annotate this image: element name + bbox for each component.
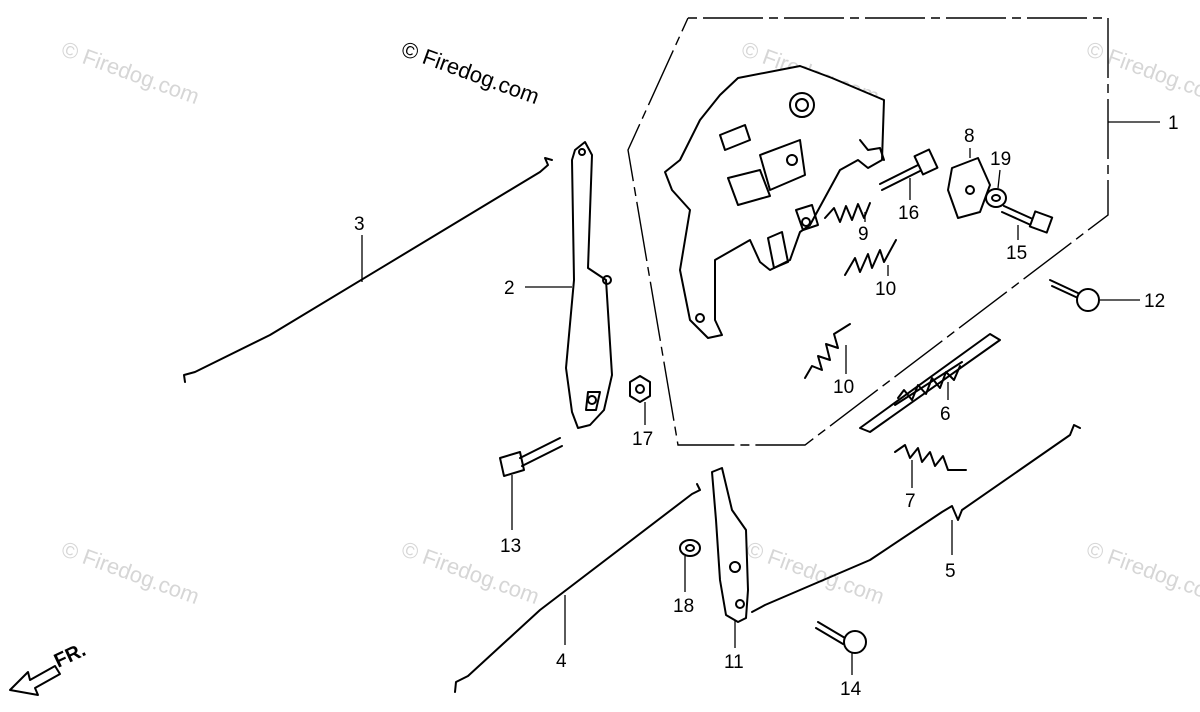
callout-18: 18 [673, 596, 694, 617]
callouts: 1 2 3 4 5 6 7 8 9 10 10 11 12 13 14 15 1… [354, 113, 1179, 700]
rod-upper-left [183, 157, 553, 383]
callout-19: 19 [990, 149, 1011, 170]
assembly-boundary [627, 17, 1109, 446]
nut-17 [629, 375, 651, 403]
watermark: © Firedog.com [58, 536, 202, 609]
rod-lower-left [454, 483, 701, 693]
callout-7: 7 [905, 491, 916, 512]
leader-lines [361, 121, 1160, 675]
copyright-text: © Firedog.com [398, 36, 542, 109]
spring-small [894, 444, 967, 471]
spring-10-lower [804, 323, 851, 379]
callout-10a: 10 [875, 279, 896, 300]
callout-14: 14 [840, 679, 862, 700]
control-bracket [664, 65, 885, 339]
callout-3: 3 [354, 214, 365, 235]
washer-19 [985, 188, 1007, 208]
lever [565, 141, 613, 429]
bolt-15 [1001, 205, 1054, 234]
bolt-16 [879, 148, 939, 191]
callout-10b: 10 [833, 377, 854, 398]
front-arrow: FR. [9, 639, 89, 696]
block [947, 157, 991, 219]
callout-17: 17 [632, 429, 653, 450]
bolt-13 [499, 437, 563, 477]
callout-1: 1 [1168, 113, 1179, 134]
callout-16: 16 [898, 203, 919, 224]
watermark: © Firedog.com [1083, 536, 1200, 609]
spring-9 [824, 202, 871, 223]
rod-lower-right [751, 424, 1081, 613]
bolt-14 [815, 621, 867, 654]
callout-2: 2 [504, 278, 515, 299]
callout-12: 12 [1144, 291, 1165, 312]
callout-9: 9 [858, 224, 869, 245]
watermark: © Firedog.com [1083, 36, 1200, 109]
callout-6: 6 [940, 404, 951, 425]
callout-5: 5 [945, 561, 956, 582]
spring-10-upper [844, 239, 897, 276]
washer-18 [679, 539, 701, 557]
callout-8: 8 [964, 126, 975, 147]
lever-plate [711, 467, 749, 623]
callout-13: 13 [500, 536, 521, 557]
callout-11: 11 [724, 652, 744, 673]
bolt-12 [1049, 279, 1100, 312]
watermarks: © Firedog.com © Firedog.com © Firedog.co… [58, 36, 1200, 609]
spring-large [859, 333, 1001, 433]
watermark: © Firedog.com [58, 36, 202, 109]
callout-15: 15 [1006, 243, 1027, 264]
watermark: © Firedog.com [743, 536, 887, 609]
callout-4: 4 [556, 651, 567, 672]
